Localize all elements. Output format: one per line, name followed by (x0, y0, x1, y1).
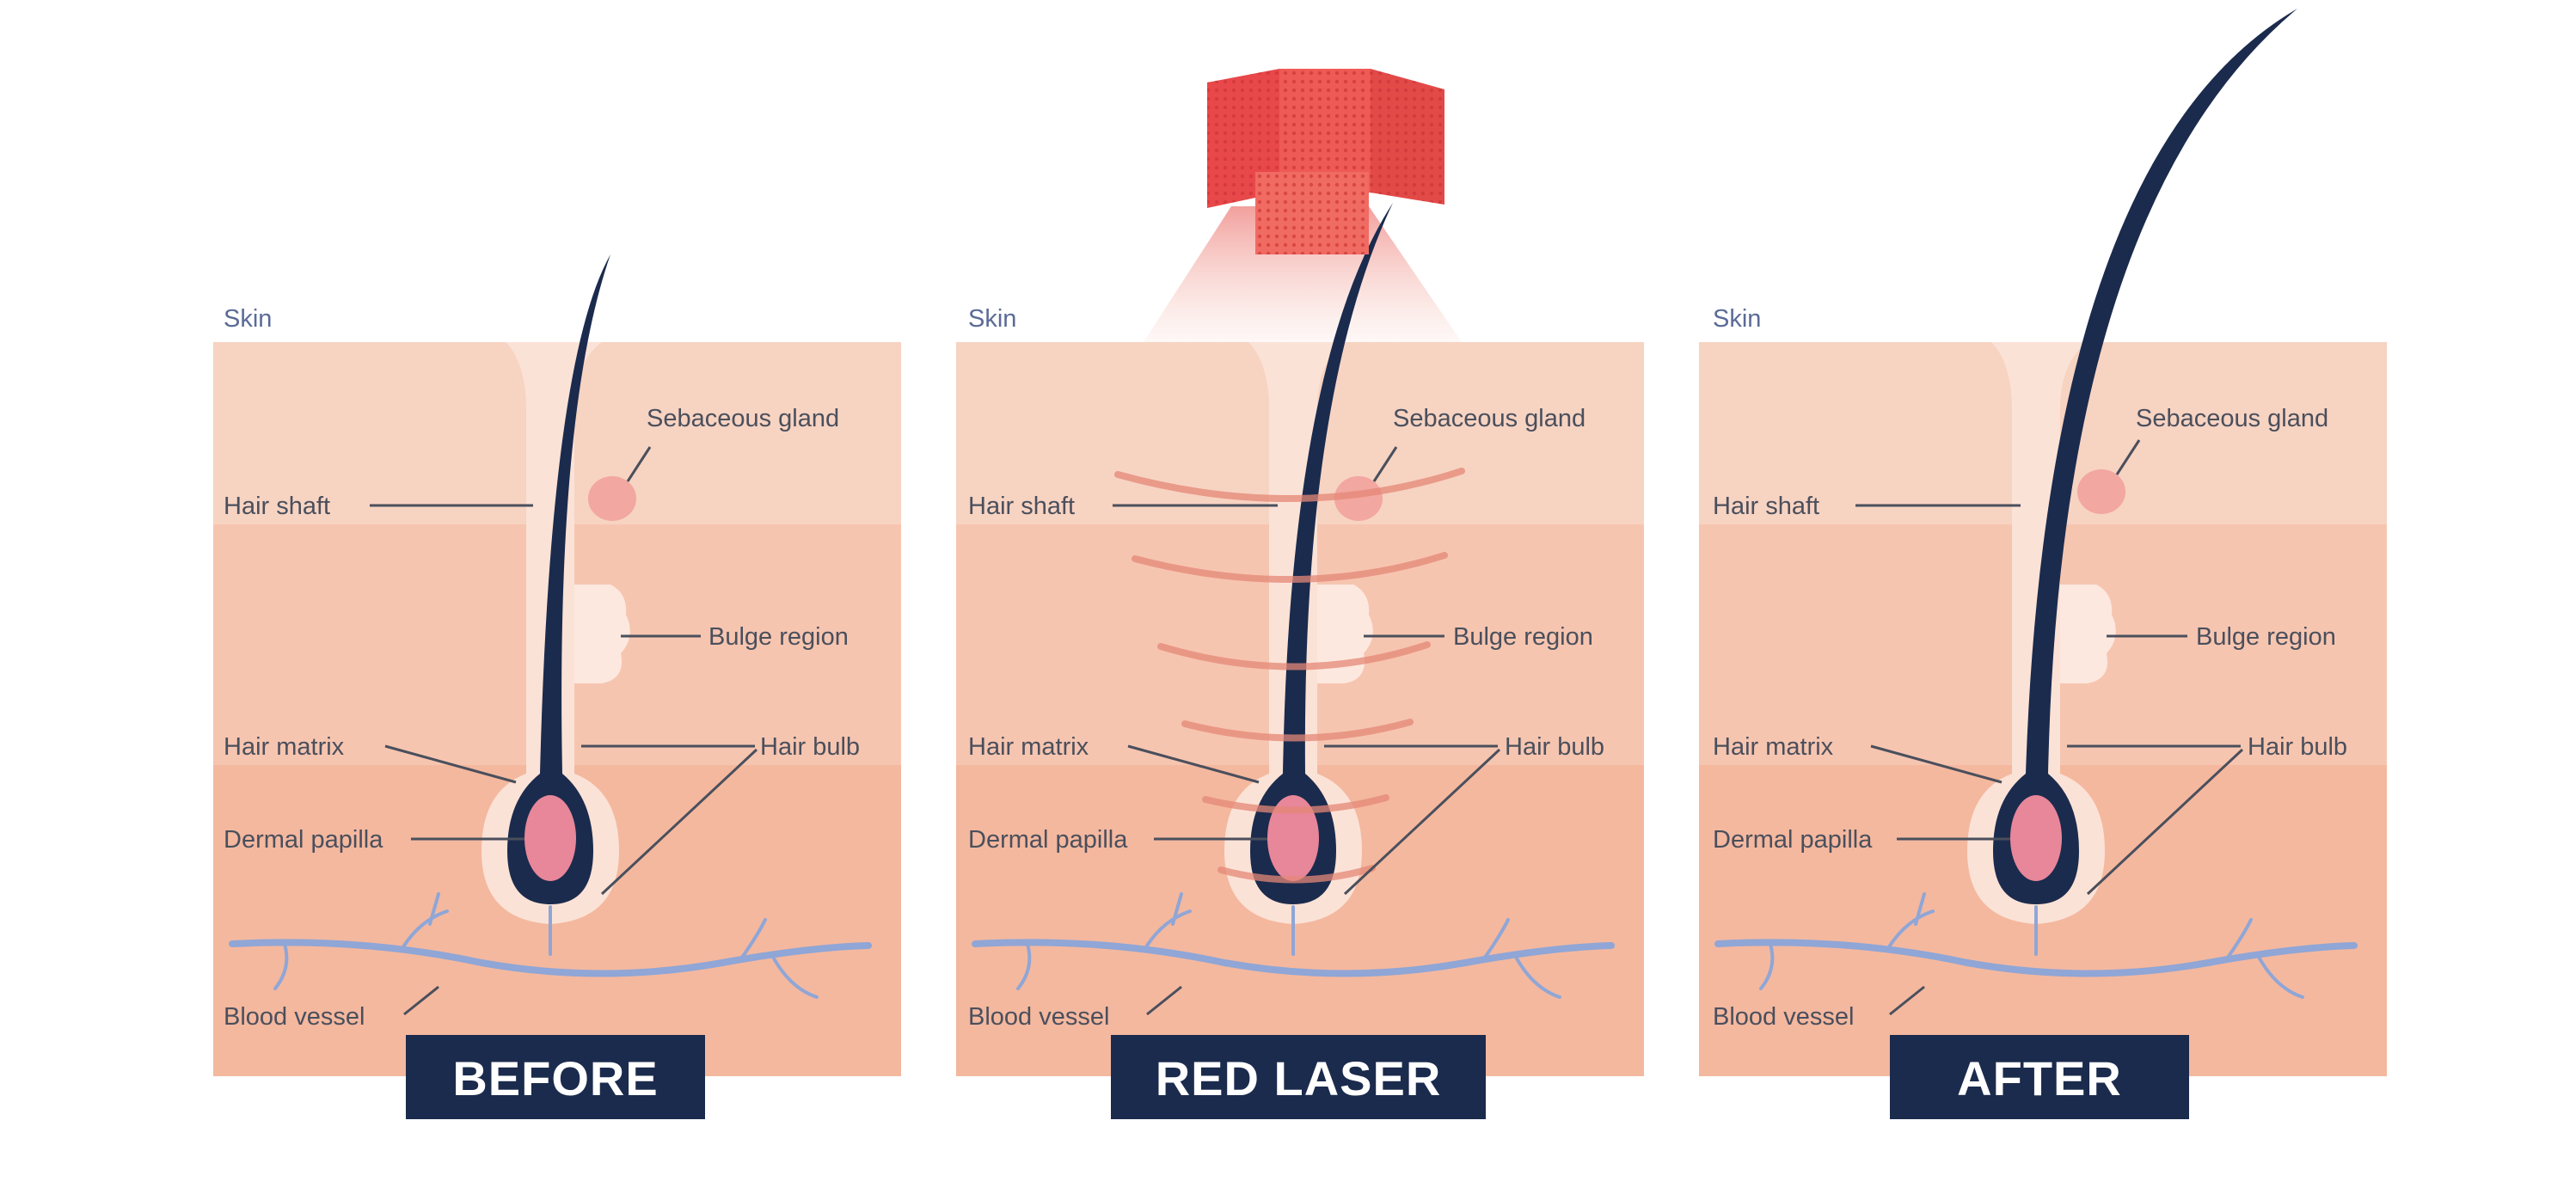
blood-vessel-network (1714, 892, 2358, 999)
hair-bulb-label: Hair bulb (760, 733, 860, 761)
hair-shaft-label: Hair shaft (968, 493, 1075, 520)
panel-after: Skin Sebaceous gland Hair shaft Bulge re… (1699, 9, 2387, 1119)
before-badge-text: BEFORE (452, 1051, 658, 1105)
skin-label: Skin (968, 305, 1016, 333)
red-laser-badge-text: RED LASER (1156, 1051, 1442, 1105)
dermal-papilla-label: Dermal papilla (1713, 826, 1873, 854)
sebaceous-gland (1334, 476, 1383, 521)
hair-shaft-label: Hair shaft (224, 493, 330, 520)
blood-vessel-label: Blood vessel (224, 1003, 365, 1031)
dermal-papilla (1267, 795, 1319, 881)
skin-label: Skin (1713, 305, 1761, 333)
dermal-papilla-label: Dermal papilla (224, 826, 383, 854)
laser-waves (1114, 468, 1465, 884)
hair-bulb-label: Hair bulb (2248, 733, 2347, 761)
blood-vessel-network (972, 892, 1615, 999)
red-laser-badge: RED LASER (1111, 1035, 1486, 1119)
blood-vessel-network (229, 892, 872, 999)
blood-vessel-label: Blood vessel (1713, 1003, 1854, 1031)
bulge-region-label: Bulge region (708, 623, 849, 651)
red-laser-panel-icon (1207, 69, 1444, 254)
hair-bulb-label: Hair bulb (1505, 733, 1604, 761)
bulge-region-label: Bulge region (1453, 623, 1593, 651)
bulge-region (2060, 585, 2116, 683)
hair-shaft-label: Hair shaft (1713, 493, 1819, 520)
before-badge: BEFORE (406, 1035, 705, 1119)
bulge-region-label: Bulge region (2196, 623, 2336, 651)
dermal-papilla (2010, 795, 2062, 881)
hair-shaft (1250, 203, 1393, 904)
sebaceous-gland (2077, 469, 2125, 514)
hair-matrix-label: Hair matrix (224, 733, 345, 761)
panel-before: Skin Sebaceous gland Hair shaft Bulge re… (213, 254, 901, 1119)
skin-label: Skin (224, 305, 272, 333)
hair-shaft (507, 254, 610, 904)
after-badge-text: AFTER (1957, 1051, 2122, 1105)
dermal-papilla (524, 795, 576, 881)
dermal-papilla-label: Dermal papilla (968, 826, 1128, 854)
sebaceous-gland-label: Sebaceous gland (1393, 405, 1585, 432)
sebaceous-gland-label: Sebaceous gland (2136, 405, 2328, 432)
after-badge: AFTER (1890, 1035, 2189, 1119)
sebaceous-gland (588, 476, 636, 521)
bulge-region (574, 585, 630, 683)
panel-red-laser: Skin Sebaceous gland Hair shaft Bulge re… (956, 69, 1644, 1119)
sebaceous-gland-label: Sebaceous gland (647, 405, 839, 432)
laser-glow (1144, 206, 1462, 342)
hair-matrix-label: Hair matrix (1713, 733, 1834, 761)
blood-vessel-label: Blood vessel (968, 1003, 1109, 1031)
hair-matrix-label: Hair matrix (968, 733, 1089, 761)
